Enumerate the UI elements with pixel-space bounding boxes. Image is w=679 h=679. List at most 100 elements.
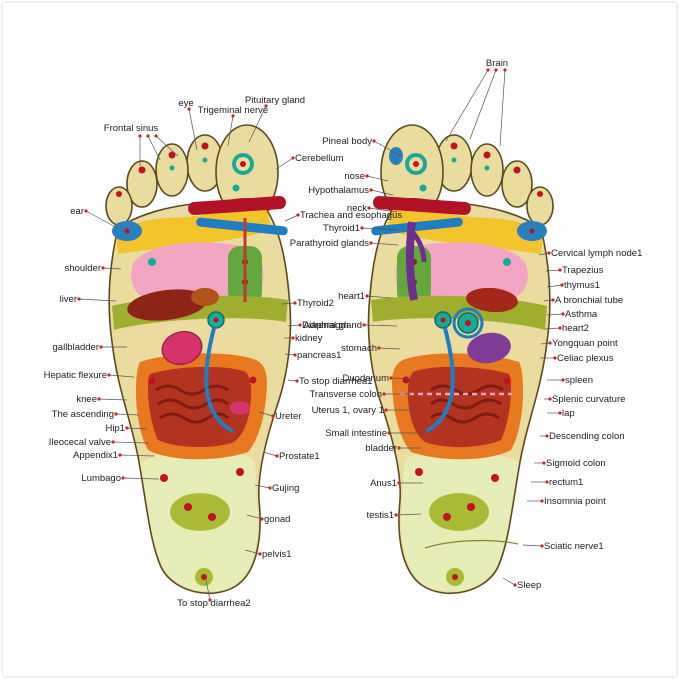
label-bullet: [365, 294, 369, 298]
spleen-zone: [467, 332, 511, 364]
reflex-label-heart2: heart2: [562, 323, 589, 334]
leader-line: [227, 115, 234, 147]
label-bullet: [260, 517, 264, 521]
reflex-label-pineal-body: Pineal body: [322, 136, 372, 147]
label-bullet: [367, 206, 371, 210]
reflex-label-duodenum: Duodenum: [343, 373, 390, 384]
leader-line: [366, 295, 392, 299]
reflex-label-yongquan-point: Yongquan point: [552, 338, 618, 349]
label-bullet: [494, 68, 498, 72]
label-bullet: [547, 251, 551, 255]
right-foot-illustration: [366, 123, 555, 596]
leader-line: [469, 69, 497, 140]
leader-line: [258, 411, 274, 417]
label-bullet: [291, 336, 295, 340]
label-bullet: [394, 513, 398, 517]
gallbladder-zone: [191, 288, 219, 306]
label-bullet: [360, 226, 364, 230]
reflex-label-trigeminal-nerve: Trigeminal nerve: [198, 105, 268, 116]
leader-line: [85, 210, 120, 230]
label-bullet: [551, 298, 555, 302]
leader-line: [368, 207, 398, 213]
reflex-label-eye: eye: [178, 98, 193, 109]
liver-zone: [127, 289, 207, 321]
reflex-label-stomach: stomach: [341, 343, 377, 354]
label-bullet: [111, 440, 115, 444]
reflex-label-ear: ear: [70, 206, 84, 217]
left-foot-illustration: [104, 123, 293, 596]
label-bullet: [101, 266, 105, 270]
reflex-label-kidney: kidney: [295, 333, 323, 344]
leader-line: [98, 398, 128, 401]
reflex-label-sciatic-nerve1: Sciatic nerve1: [544, 541, 604, 552]
leader-line: [445, 69, 489, 142]
reflex-label-heart1: heart1: [338, 291, 365, 302]
reflex-label-testis1: testis1: [367, 510, 394, 521]
label-bullet: [369, 188, 373, 192]
reflex-label-ileocecal-valve: Ileocecal valve: [49, 437, 111, 448]
label-bullet: [377, 346, 381, 350]
reflex-label-gonad: gonad: [264, 514, 290, 525]
leader-line: [378, 347, 401, 350]
label-bullet: [125, 426, 129, 430]
label-bullet: [558, 326, 562, 330]
reflex-label-nose: nose: [344, 171, 365, 182]
reflex-label-ureter: Ureter: [275, 411, 301, 422]
reflex-label-adrenal-gland: Adrenal gland: [303, 320, 362, 331]
leader-line: [112, 441, 150, 444]
label-bullet: [389, 376, 393, 380]
leader-line: [78, 298, 117, 302]
reflex-label-lumbago: Lumbago: [81, 473, 121, 484]
yongquan-dot: [465, 320, 471, 326]
label-bullet: [561, 378, 565, 382]
reflex-label-diaphragm: Diaphragm: [302, 320, 349, 331]
leader-line: [281, 302, 296, 305]
leader-line: [546, 313, 564, 316]
label-bullet: [146, 134, 150, 138]
label-bullet: [561, 312, 565, 316]
reflex-label-to-stop-diarrhea2: To stop diarrhea2: [177, 598, 250, 609]
esophagus-line: [405, 221, 418, 301]
label-bullet: [553, 356, 557, 360]
leader-line: [545, 269, 561, 272]
leader-line: [205, 579, 211, 601]
label-bullet: [558, 411, 562, 415]
label-bullet: [365, 174, 369, 178]
label-bullet: [208, 598, 212, 602]
reflex-label-anus1: Anus1: [370, 478, 397, 489]
leader-line: [147, 135, 161, 161]
leader-line: [108, 374, 135, 378]
label-bullet: [372, 139, 376, 143]
reflex-label-frontal-sinus: Frontal sinus: [104, 123, 159, 134]
label-bullet: [545, 480, 549, 484]
label-bullet: [560, 283, 564, 287]
leader-line: [366, 175, 389, 182]
leader-line: [363, 324, 398, 327]
leader-line: [102, 267, 122, 270]
reflex-label-trapezius: Trapezius: [562, 265, 604, 276]
label-bullet: [397, 481, 401, 485]
label-bullet: [369, 241, 373, 245]
leader-line: [390, 377, 412, 380]
reflex-label-shoulder: shoulder: [65, 263, 101, 274]
reflex-label-thyroid1: Thyroid1: [323, 223, 360, 234]
label-bullet: [97, 397, 101, 401]
label-bullet: [513, 583, 517, 587]
label-bullet: [121, 476, 125, 480]
reflex-label-gujing: Gujing: [272, 483, 299, 494]
label-bullet: [77, 297, 81, 301]
label-bullet: [558, 268, 562, 272]
reflex-label-splenic-curvature: Splenic curvature: [552, 394, 625, 405]
label-bullet: [138, 134, 142, 138]
label-bullet: [154, 134, 158, 138]
leader-line: [284, 353, 296, 356]
leader-line: [248, 105, 267, 143]
sciatic-line: [424, 539, 519, 549]
label-bullet: [362, 323, 366, 327]
leader-line: [502, 577, 516, 586]
reflex-label-sigmoid-colon: Sigmoid colon: [546, 458, 606, 469]
leader-line: [284, 214, 299, 222]
leader-line: [370, 189, 394, 196]
